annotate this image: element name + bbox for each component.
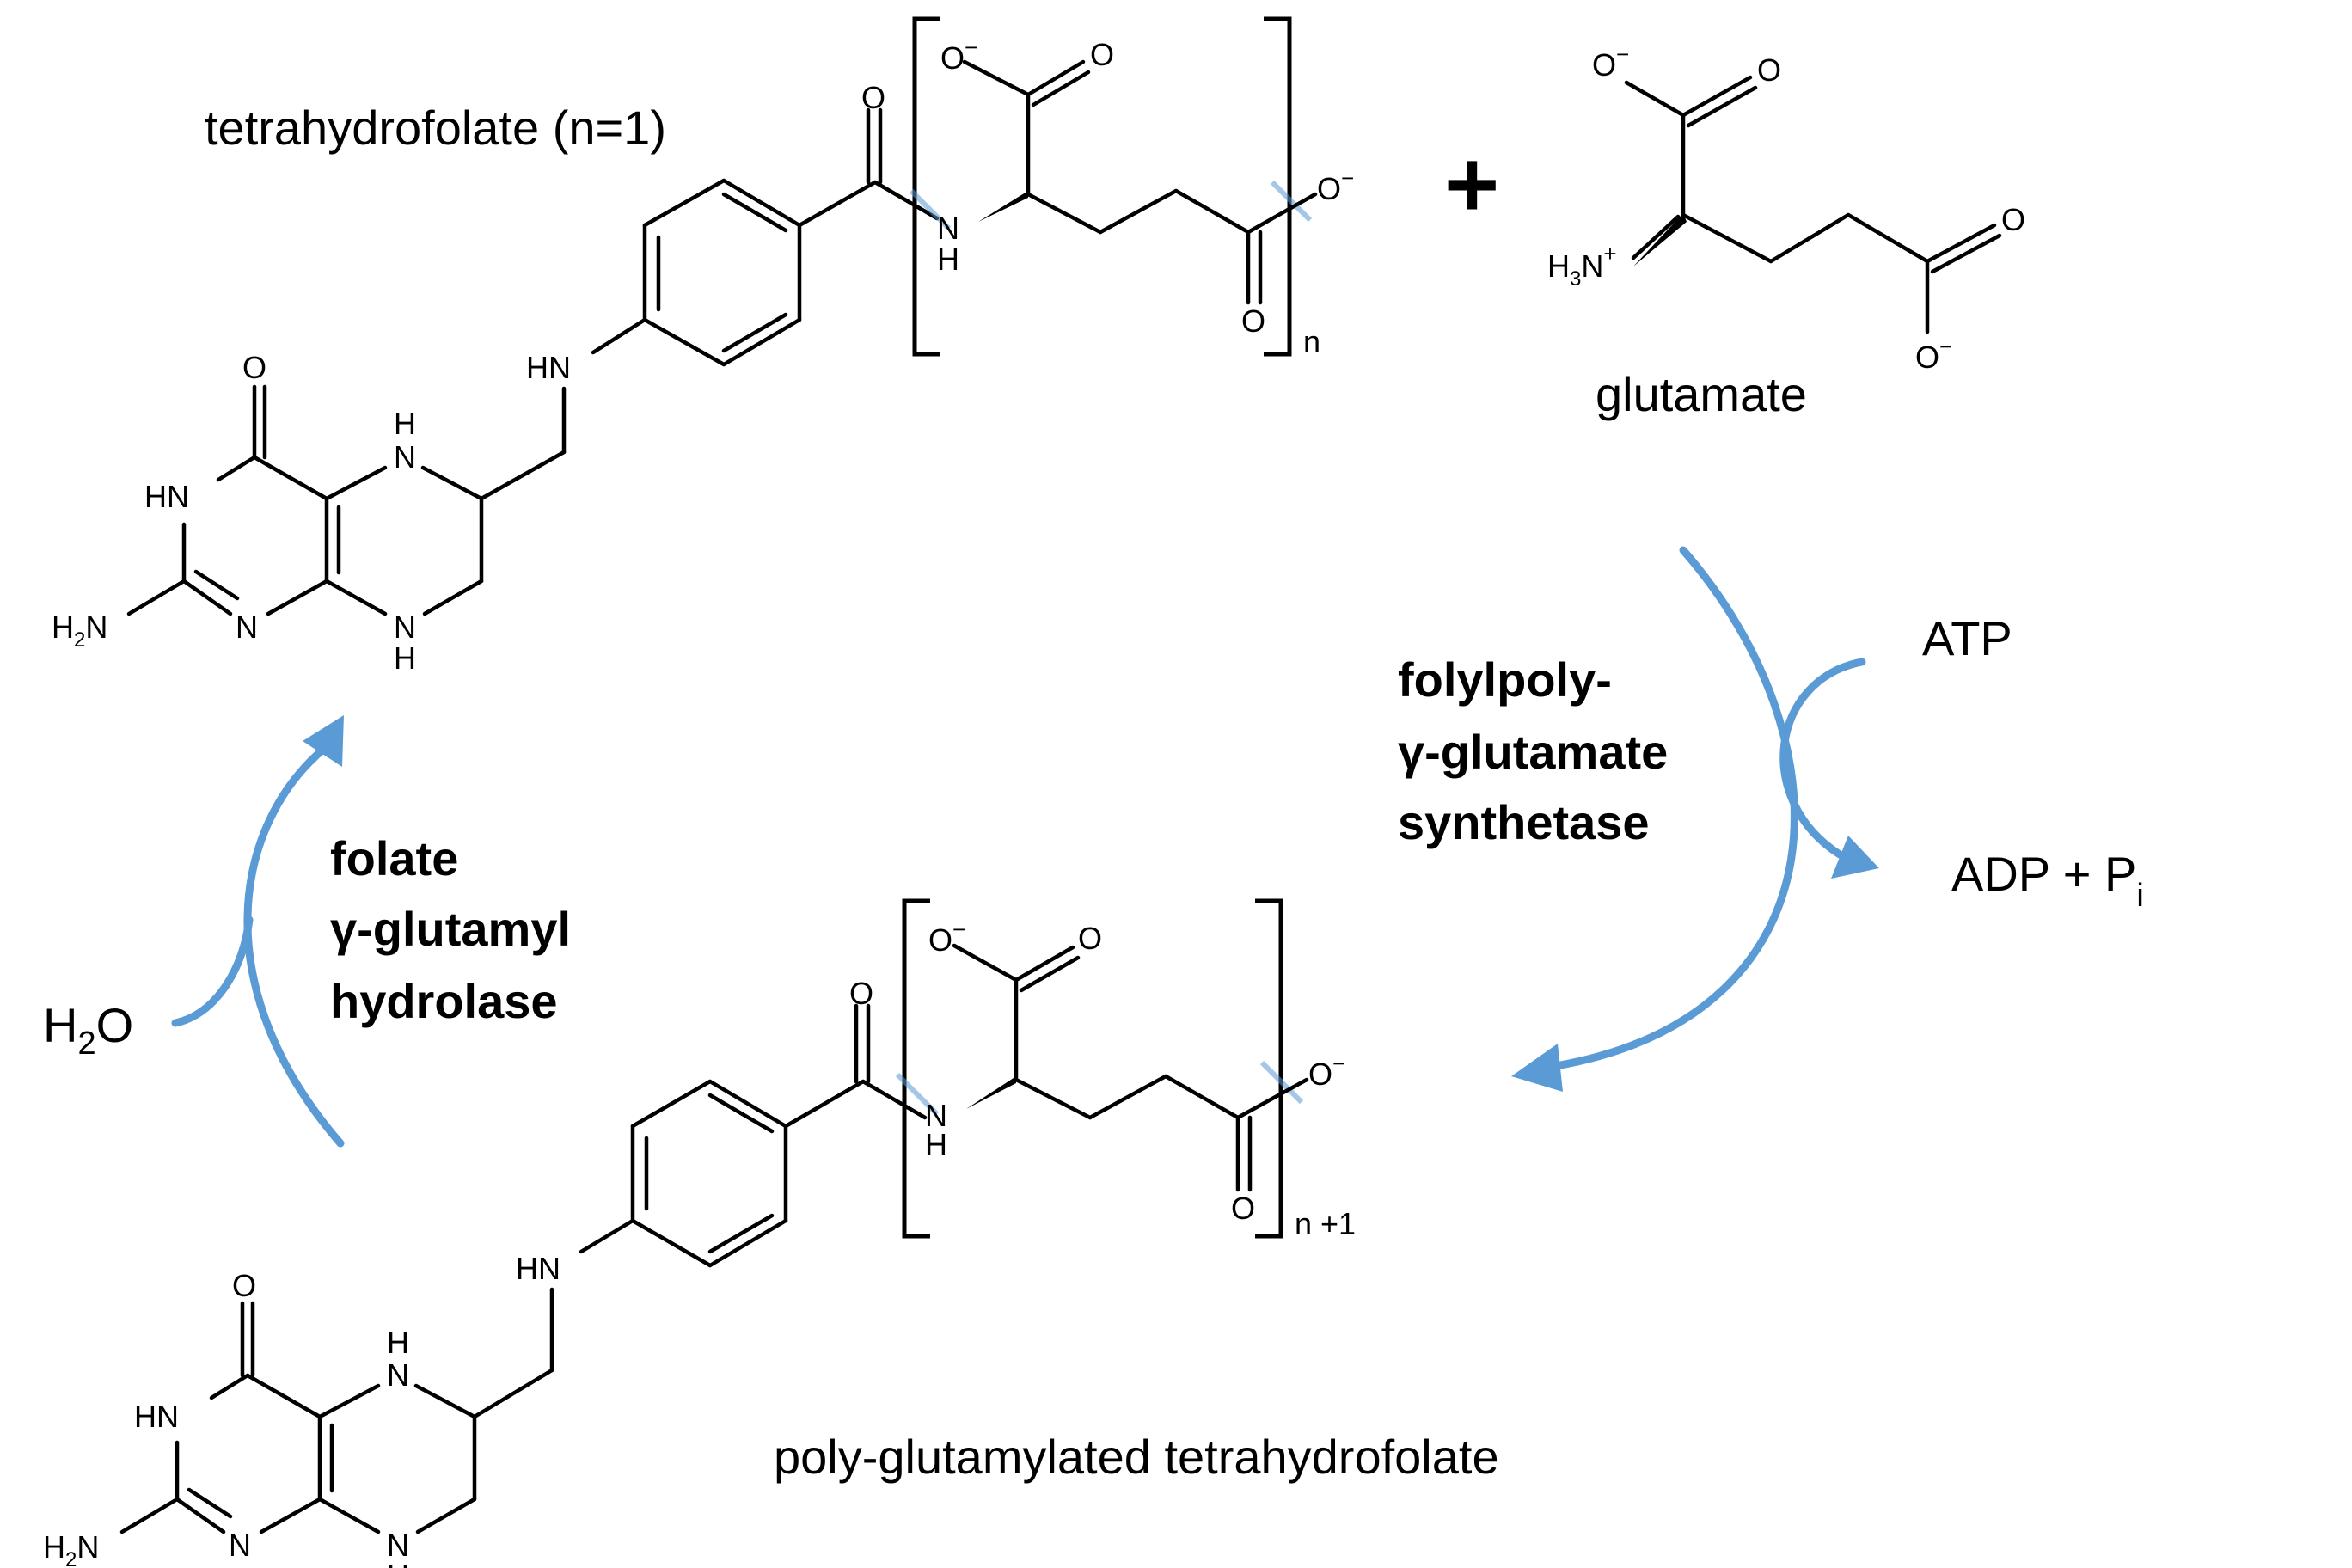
glutamate-structure: O− O H3N+ O O− glutamate — [1547, 41, 2025, 421]
plus-sign: + — [1444, 132, 1499, 237]
svg-text:N: N — [937, 211, 959, 246]
synthetase-reaction-arrow — [1511, 546, 1879, 1092]
svg-text:O−: O− — [940, 34, 977, 76]
svg-text:N: N — [387, 1357, 409, 1393]
svg-text:O−: O− — [1915, 334, 1952, 375]
svg-text:O−: O− — [1592, 41, 1629, 83]
svg-text:O: O — [861, 80, 885, 115]
ggh-enzyme-label-line3: hydrolase — [330, 974, 558, 1028]
svg-text:H2N: H2N — [43, 1529, 99, 1568]
repeat-count-n-plus-1: n +1 — [1295, 1206, 1356, 1241]
fpgs-enzyme-label-line2: γ-glutamate — [1398, 725, 1668, 779]
svg-text:O: O — [1757, 52, 1781, 88]
svg-text:N: N — [387, 1528, 409, 1563]
tetrahydrofolate-structure: tetrahydrofolate (n=1) O — [52, 16, 1354, 676]
pg-benzoyl-bonds — [630, 1003, 928, 1268]
svg-text:HN: HN — [144, 479, 189, 514]
svg-text:O: O — [1078, 921, 1102, 956]
svg-text:N: N — [394, 439, 416, 475]
svg-text:N: N — [229, 1528, 251, 1563]
thf-benzoyl-bonds — [642, 107, 940, 367]
svg-text:H: H — [387, 1325, 409, 1360]
repeat-count-n: n — [1303, 324, 1320, 359]
fpgs-enzyme-label-line1: folylpoly- — [1398, 652, 1612, 707]
svg-text:O−: O− — [1308, 1050, 1345, 1092]
pg-pteridine-bonds — [119, 1218, 635, 1534]
svg-text:H: H — [394, 406, 416, 441]
thf-pteridine-bonds — [126, 317, 647, 616]
svg-text:O: O — [2001, 202, 2025, 237]
thf-glutamate-repeat-atoms: O− O N H O O− n — [937, 34, 1354, 359]
adp-pi-label: ADP + Pi — [1951, 847, 2144, 914]
svg-text:HN: HN — [516, 1251, 560, 1286]
svg-text:O: O — [1090, 37, 1114, 72]
polyglutamylated-thf-title: poly-glutamylated tetrahydrofolate — [774, 1430, 1499, 1484]
svg-text:O−: O− — [1317, 165, 1354, 206]
svg-text:N: N — [394, 609, 416, 645]
svg-text:O: O — [1231, 1191, 1255, 1226]
fpgs-enzyme-label-line3: synthetase — [1398, 795, 1650, 849]
ggh-enzyme-label-line2: γ-glutamyl — [330, 902, 571, 956]
tetrahydrofolate-title: tetrahydrofolate (n=1) — [205, 101, 666, 155]
svg-text:N: N — [236, 609, 258, 645]
svg-text:H2N: H2N — [52, 609, 107, 652]
svg-text:H3N+: H3N+ — [1547, 241, 1617, 291]
hydrolase-reaction-arrow — [171, 715, 345, 1148]
pg-pteridine-atoms: O HN N H2N H N N H HN — [43, 1251, 560, 1568]
water-label: H2O — [43, 998, 133, 1062]
svg-text:H: H — [394, 640, 416, 676]
svg-text:H: H — [937, 242, 959, 277]
thf-pteridine-atoms: O HN N H2N H N N H HN — [52, 350, 571, 676]
svg-text:HN: HN — [526, 350, 571, 385]
pg-glutamate-repeat-bonds — [895, 898, 1309, 1239]
atp-label: ATP — [1922, 611, 2012, 665]
svg-text:O: O — [1241, 303, 1265, 339]
svg-text:HN: HN — [134, 1399, 179, 1434]
svg-text:H: H — [387, 1559, 409, 1568]
svg-text:O: O — [242, 350, 266, 385]
ggh-enzyme-label-line1: folate — [330, 831, 458, 885]
svg-text:O: O — [232, 1268, 256, 1303]
pg-glutamate-repeat-atoms: O− O N H O O− n +1 — [925, 916, 1356, 1241]
glutamate-name: glutamate — [1596, 367, 1807, 421]
thf-glutamate-repeat-bonds — [909, 16, 1318, 357]
polyglutamylated-thf-structure: O HN N H2N H N N H HN O — [43, 898, 1499, 1568]
svg-text:O−: O− — [928, 916, 965, 958]
svg-text:H: H — [925, 1127, 947, 1162]
svg-text:O: O — [849, 976, 873, 1011]
svg-text:N: N — [925, 1098, 947, 1133]
